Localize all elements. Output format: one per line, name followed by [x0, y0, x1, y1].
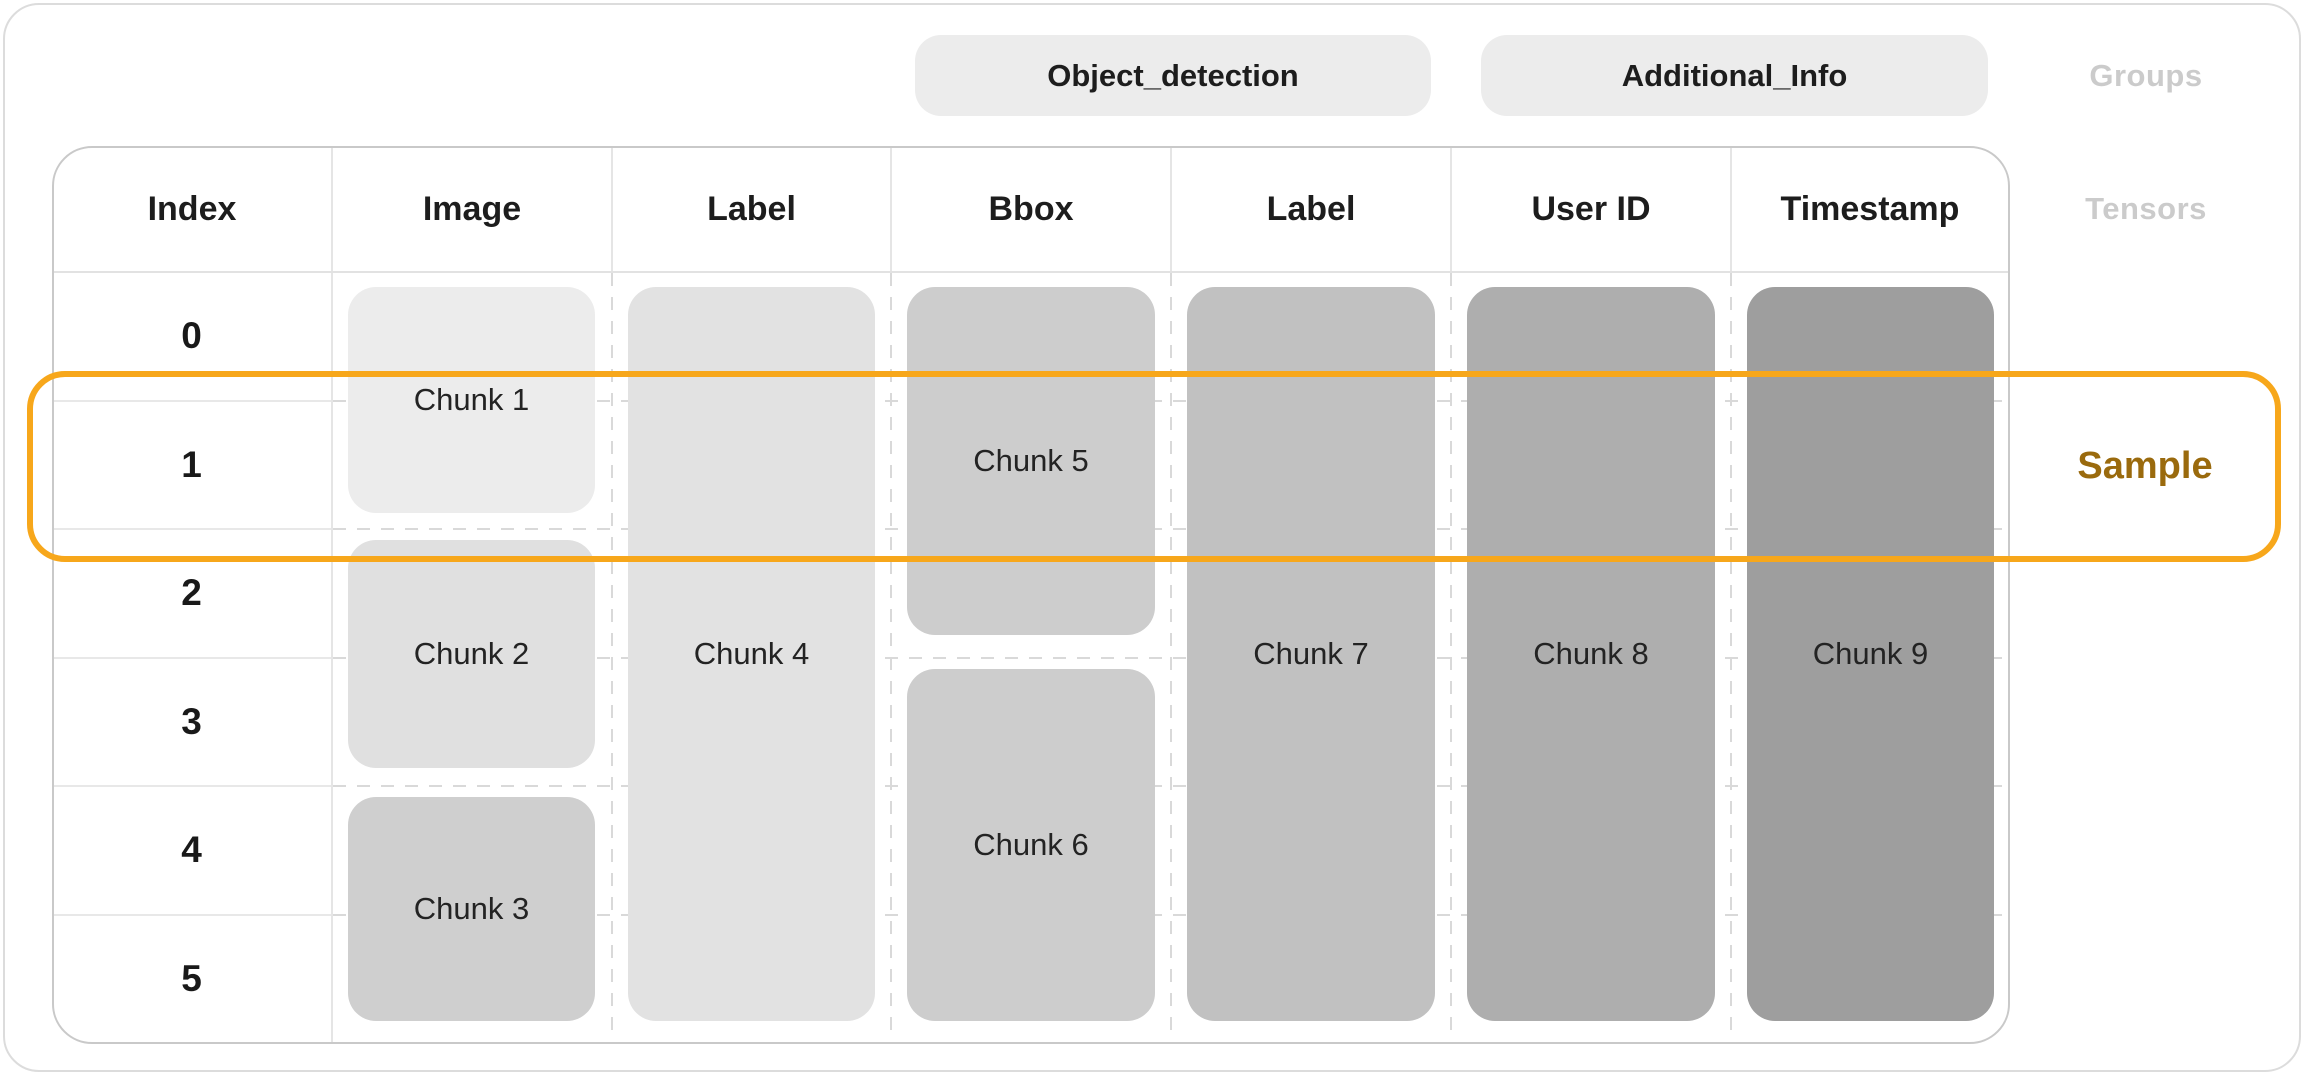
- column-separator: [1730, 148, 1732, 272]
- page-border: [3, 3, 2301, 1072]
- column-separator: [890, 148, 892, 272]
- chunk-block-2: Chunk 2: [348, 540, 595, 768]
- index-cell: 5: [181, 958, 202, 999]
- column-header-index: Index: [147, 189, 237, 228]
- group-pill-label: Additional_Info: [1621, 57, 1848, 93]
- column-separator: [1450, 148, 1452, 272]
- chunk-block-3: Chunk 3: [348, 797, 595, 1021]
- group-pill-object-detection: Object_detection: [915, 35, 1431, 116]
- chunk-block-7: Chunk 7: [1187, 287, 1435, 1021]
- column-header-timestamp: Timestamp: [1780, 189, 1960, 228]
- chunk-block-4: Chunk 4: [628, 287, 875, 1021]
- row-separator-dashed: [333, 400, 2008, 402]
- index-cell: 4: [181, 829, 202, 870]
- row-separator: [54, 528, 331, 530]
- row-separator: [54, 785, 331, 787]
- chunk-label: Chunk 4: [693, 636, 810, 671]
- column-header-bbox: Bbox: [988, 189, 1074, 228]
- sample-highlight-outline: [27, 371, 2281, 562]
- row-separator: [54, 914, 331, 916]
- index-cell: 0: [181, 315, 202, 356]
- chunk-block-9: Chunk 9: [1747, 287, 1994, 1021]
- tensors-caption: Tensors: [2085, 191, 2207, 226]
- index-cell: 3: [181, 701, 202, 742]
- groups-caption: Groups: [2089, 57, 2203, 93]
- group-pill-additional-info: Additional_Info: [1481, 35, 1988, 116]
- chunk-label: Chunk 6: [973, 827, 1089, 862]
- chunk-block-8: Chunk 8: [1467, 287, 1715, 1021]
- chunk-block-1: Chunk 1: [348, 287, 595, 513]
- row-separator: [54, 657, 331, 659]
- chunk-block-6: Chunk 6: [907, 669, 1155, 1021]
- header-underline: [54, 271, 2008, 273]
- row-separator-dashed: [333, 657, 2008, 659]
- group-pill-label: Object_detection: [1047, 57, 1299, 93]
- column-separator: [611, 148, 613, 272]
- column-header-label-2: Label: [1266, 189, 1356, 228]
- row-separator-dashed: [333, 528, 2008, 530]
- row-separator-dashed: [333, 914, 2008, 916]
- row-separator-dashed: [333, 785, 2008, 787]
- chunk-label: Chunk 9: [1812, 636, 1929, 671]
- column-separator: [331, 148, 333, 1042]
- row-separator: [54, 400, 331, 402]
- chunk-label: Chunk 3: [413, 891, 530, 926]
- chunk-label: Chunk 7: [1253, 636, 1369, 671]
- chunk-block-5: Chunk 5: [907, 287, 1155, 635]
- column-header-image: Image: [422, 189, 522, 228]
- chunk-label: Chunk 2: [413, 636, 530, 671]
- chunk-label: Chunk 8: [1533, 636, 1649, 671]
- column-separator: [1170, 148, 1172, 272]
- chunk-label: Chunk 1: [413, 382, 530, 417]
- sample-label: Sample: [2077, 445, 2213, 487]
- column-header-label: Label: [707, 189, 796, 228]
- column-header-user-id: User ID: [1531, 189, 1651, 228]
- index-cell: 2: [181, 572, 202, 613]
- index-cell: 1: [181, 444, 202, 485]
- chunk-label: Chunk 5: [973, 443, 1089, 478]
